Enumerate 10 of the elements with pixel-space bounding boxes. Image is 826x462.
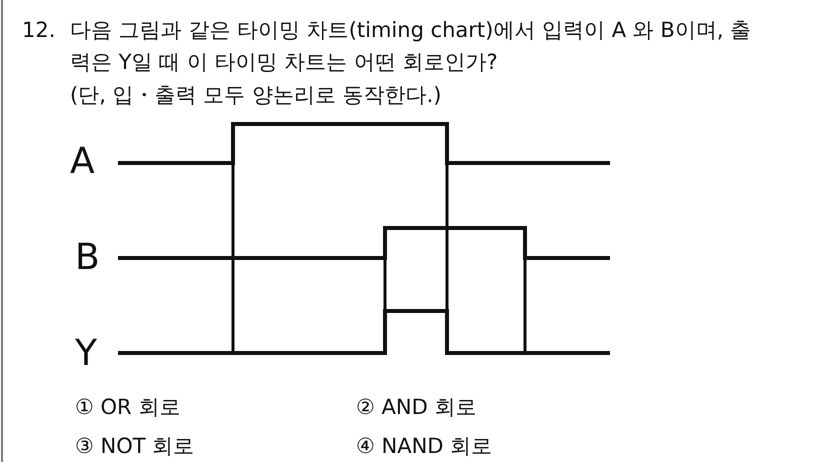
question-text: 다음 그림과 같은 타이밍 차트(timing chart)에서 입력이 A 와 B이며, 출력은 Y일 때 이 타이밍 차트는 어떤 회로인가? <box>70 17 752 76</box>
answer-option: ① OR 회로 <box>75 391 180 423</box>
answer-option: ③ NOT 회로 <box>75 430 194 462</box>
answer-option: ④ NAND 회로 <box>356 430 492 462</box>
signal-label: B <box>75 238 100 278</box>
answer-option: ② AND 회로 <box>356 391 476 423</box>
signal-label: A <box>70 142 95 182</box>
signal-label: Y <box>75 334 97 374</box>
question-note: (단, 입・출력 모두 양논리로 동작한다.) <box>70 82 442 109</box>
question-number: 12. <box>22 17 56 44</box>
